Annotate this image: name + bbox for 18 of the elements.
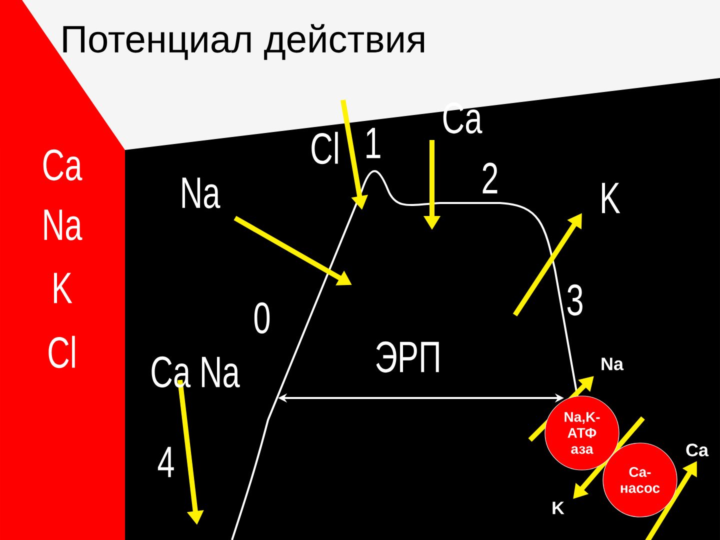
ion-label: Cl	[48, 336, 75, 368]
ion-label: K	[552, 502, 564, 514]
phase-number: 4	[158, 446, 174, 478]
ion-label: Na	[44, 210, 82, 240]
phase-label: ЭРП	[376, 341, 439, 373]
phase-number: 1	[366, 128, 380, 158]
phase-number: 2	[482, 162, 498, 194]
ion-label: K	[54, 272, 72, 304]
ion-label: K	[602, 182, 620, 214]
title: Потенциал действия	[63, 24, 424, 60]
phase-number: 3	[567, 284, 582, 316]
ion-label: Ca	[443, 102, 482, 134]
ion-label: Ca Na	[152, 356, 240, 388]
ion-label: Na	[602, 358, 624, 370]
phase-number: 0	[254, 302, 270, 334]
ion-label: Cl	[312, 132, 338, 164]
ion-label: Ca	[43, 149, 82, 181]
ion-label: Na	[182, 178, 220, 208]
